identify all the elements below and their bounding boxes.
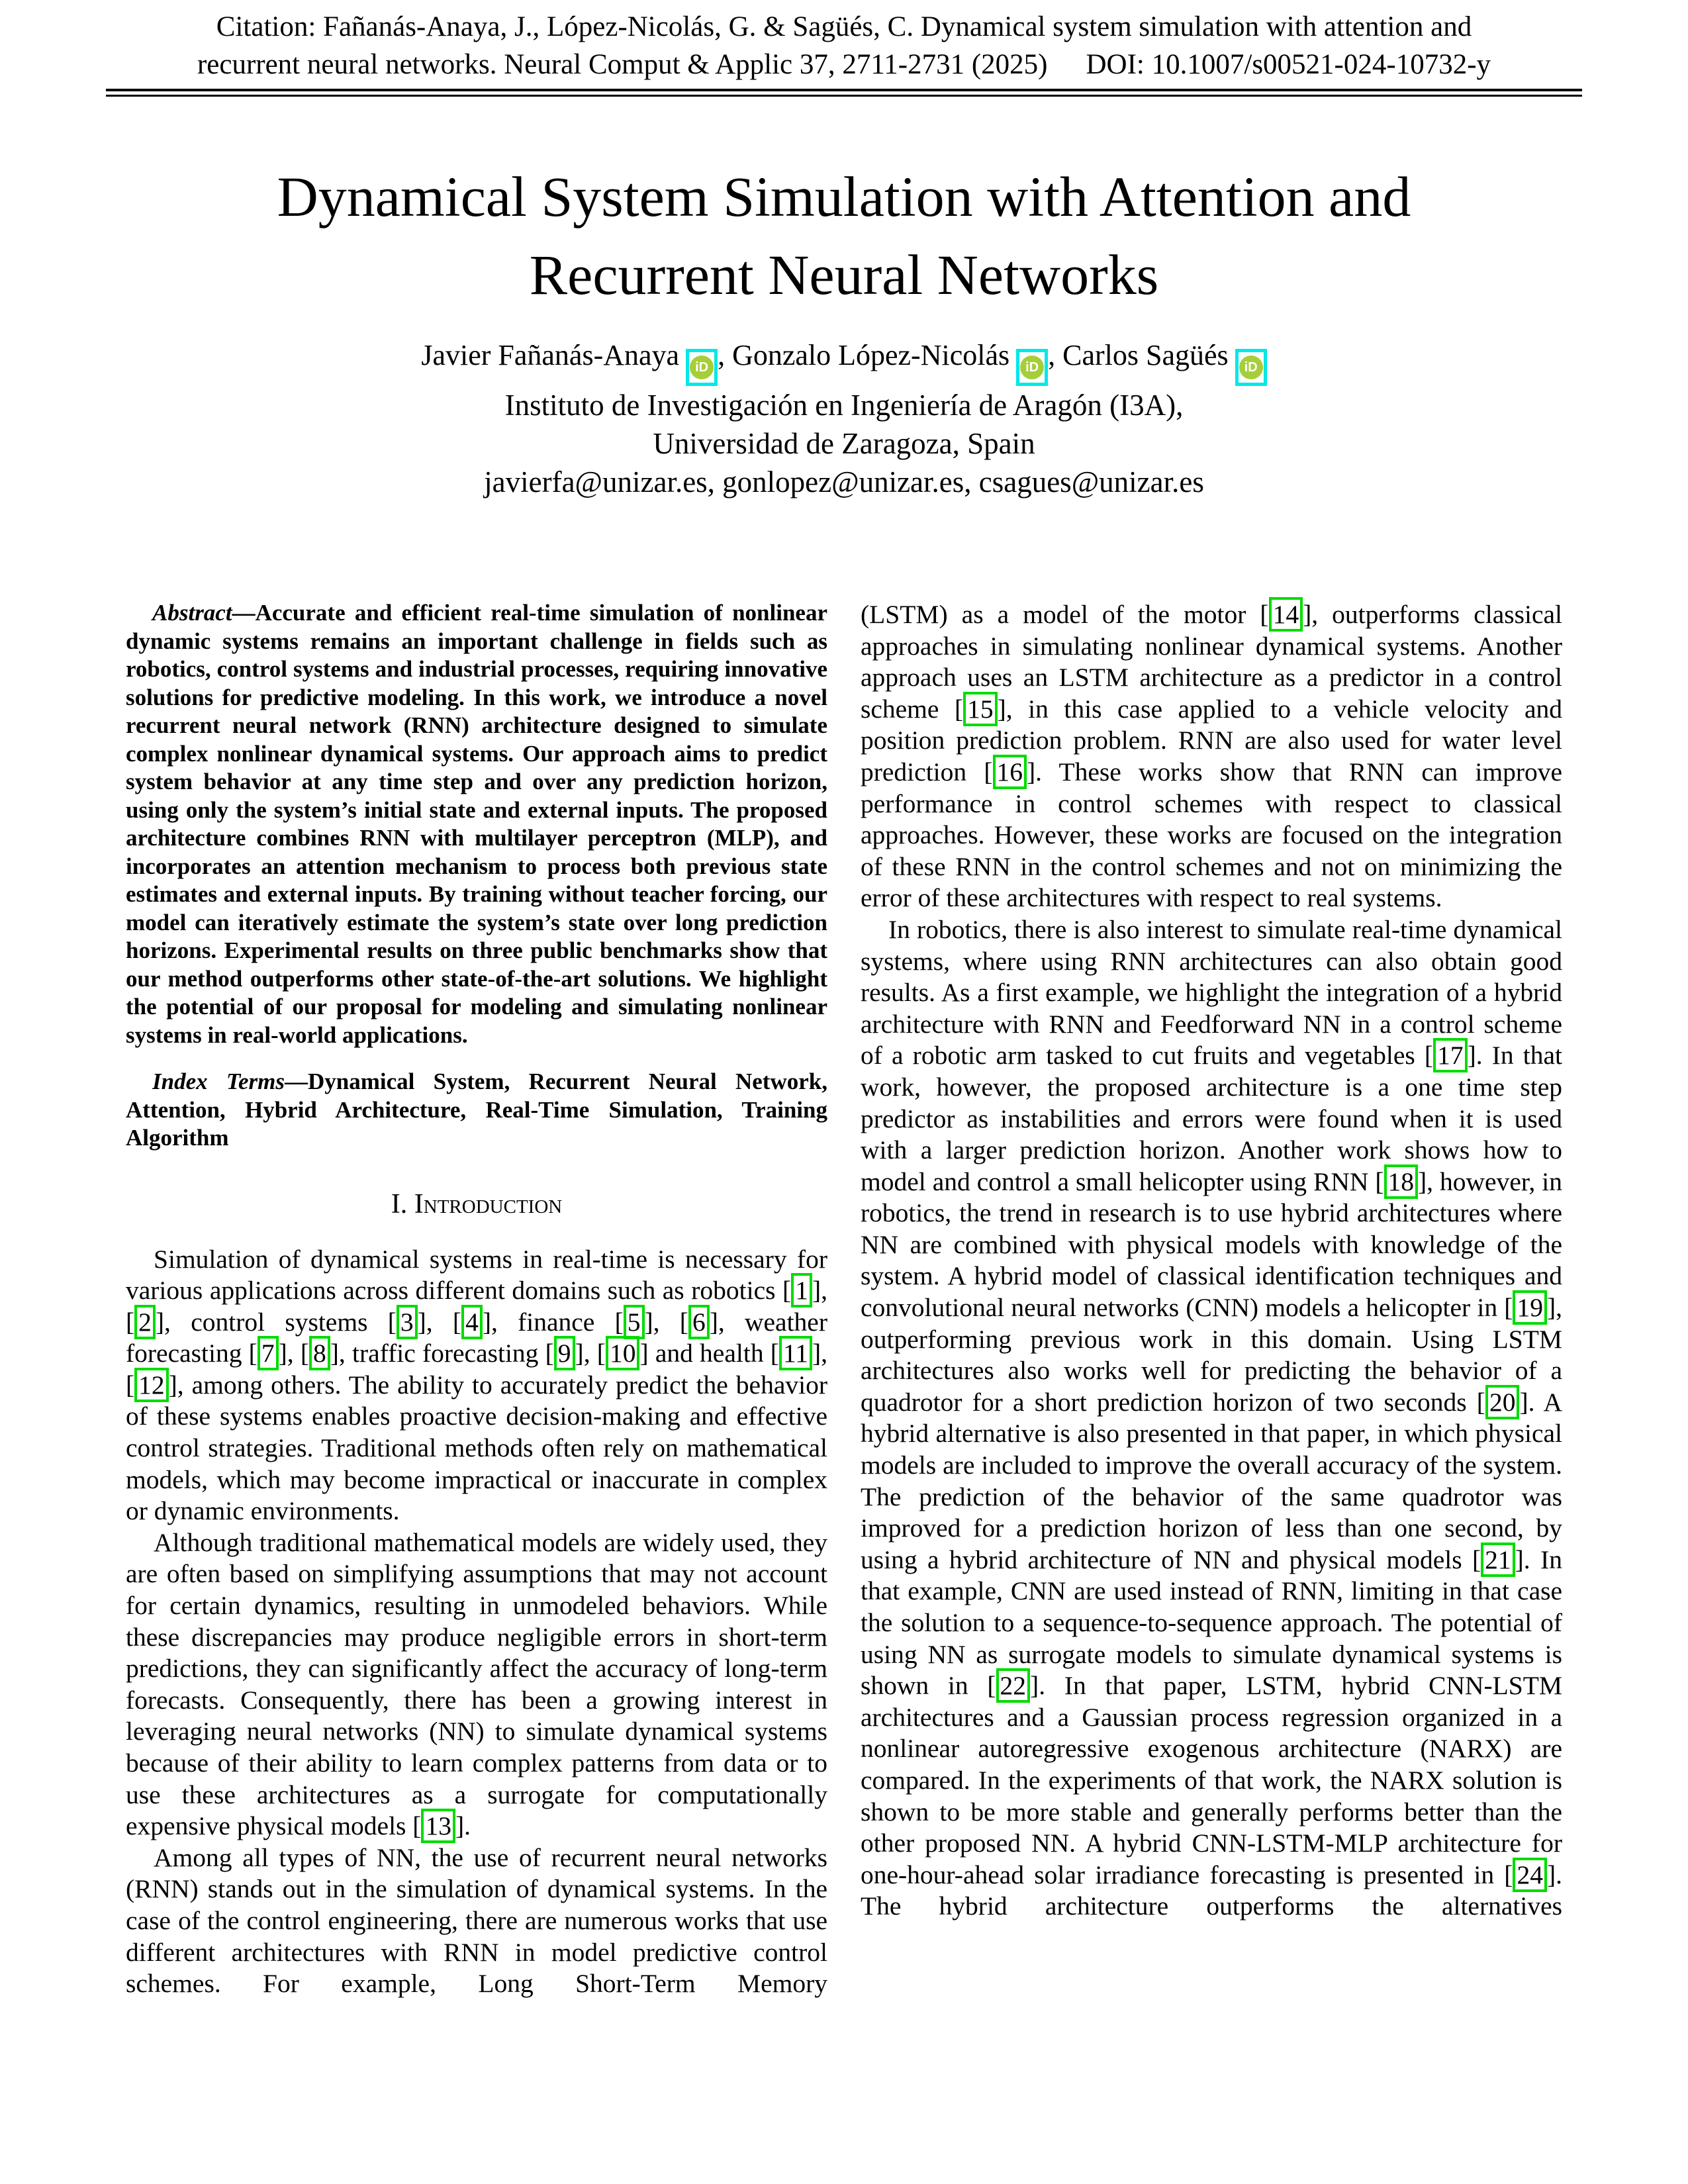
right-column: (LSTM) as a model of the motor [14], out… xyxy=(861,597,1563,2000)
citation-ref[interactable]: 3 xyxy=(396,1304,418,1339)
citation-ref[interactable]: 11 xyxy=(778,1336,812,1371)
citation-ref[interactable]: 12 xyxy=(134,1367,169,1402)
doi-text: DOI: 10.1007/s00521-024-10732-y xyxy=(1086,49,1491,80)
orcid-icon[interactable]: iD xyxy=(1016,349,1049,386)
citation-ref[interactable]: 13 xyxy=(421,1809,455,1844)
abstract-label: Abstract xyxy=(152,600,232,626)
author-emails: javierfa@unizar.es, gonlopez@unizar.es, … xyxy=(484,465,1204,499)
citation-ref[interactable]: 17 xyxy=(1433,1038,1468,1073)
citation-ref[interactable]: 9 xyxy=(553,1336,575,1371)
abstract-paragraph: Abstract—Accurate and efficient real-tim… xyxy=(126,599,827,1049)
orcid-id-glyph: iD xyxy=(690,356,714,379)
citation-ref[interactable]: 18 xyxy=(1383,1164,1419,1199)
affiliation-institute: Instituto de Investigación en Ingeniería… xyxy=(504,389,1184,422)
citation-ref[interactable]: 19 xyxy=(1513,1290,1547,1325)
citation-ref[interactable]: 15 xyxy=(963,691,998,726)
two-column-body: Abstract—Accurate and efficient real-tim… xyxy=(126,597,1563,2000)
citation-ref[interactable]: 10 xyxy=(605,1336,640,1371)
citation-line-2: recurrent neural networks. Neural Comput… xyxy=(0,46,1688,83)
author-separator: , xyxy=(1048,339,1063,371)
citation-ref[interactable]: 8 xyxy=(309,1336,330,1371)
citation-ref[interactable]: 24 xyxy=(1513,1857,1547,1892)
citation-line-1: Citation: Fañanás-Anaya, J., López-Nicol… xyxy=(216,11,1472,42)
paper-title: Dynamical System Simulation with Attenti… xyxy=(277,165,1411,307)
citation-ref[interactable]: 22 xyxy=(996,1668,1031,1703)
citation-ref[interactable]: 21 xyxy=(1481,1542,1515,1577)
citation-ref[interactable]: 6 xyxy=(688,1304,710,1339)
author-name-2: Gonzalo López-Nicolás xyxy=(732,339,1010,371)
intro-paragraph-3-continuation: (LSTM) as a model of the motor [14], out… xyxy=(861,597,1562,914)
citation-reference-text: recurrent neural networks. Neural Comput… xyxy=(197,49,1048,80)
citation-ref[interactable]: 7 xyxy=(257,1336,279,1371)
intro-paragraph-1: Simulation of dynamical systems in real-… xyxy=(126,1244,828,1526)
citation-ref[interactable]: 20 xyxy=(1485,1384,1520,1419)
section-heading-introduction: I. Introduction xyxy=(391,1188,563,1219)
citation-ref[interactable]: 4 xyxy=(461,1304,483,1339)
affiliation-university: Universidad de Zaragoza, Spain xyxy=(653,427,1035,460)
intro-paragraph-3: Among all types of NN, the use of recurr… xyxy=(126,1842,827,1999)
header-divider-rule xyxy=(106,89,1582,97)
orcid-icon[interactable]: iD xyxy=(686,349,718,386)
orcid-id-glyph: iD xyxy=(1020,356,1045,379)
index-terms-paragraph: Index Terms—Dynamical System, Recurrent … xyxy=(126,1068,827,1153)
citation-ref[interactable]: 14 xyxy=(1268,597,1303,632)
orcid-id-glyph: iD xyxy=(1239,356,1263,379)
orcid-icon[interactable]: iD xyxy=(1235,349,1267,386)
citation-ref[interactable]: 16 xyxy=(992,754,1027,789)
header-citation: Citation: Fañanás-Anaya, J., López-Nicol… xyxy=(0,0,1688,83)
index-terms-label: Index Terms xyxy=(152,1068,285,1094)
author-name-1: Javier Fañanás-Anaya xyxy=(421,339,680,371)
intro-paragraph-4: In robotics, there is also interest to s… xyxy=(861,914,1563,1921)
left-column: Abstract—Accurate and efficient real-tim… xyxy=(126,599,827,2000)
citation-ref[interactable]: 1 xyxy=(791,1273,812,1308)
abstract-text: —Accurate and efficient real-time simula… xyxy=(126,600,827,1048)
author-separator: , xyxy=(718,339,733,371)
citation-ref[interactable]: 5 xyxy=(623,1304,645,1339)
author-name-3: Carlos Sagüés xyxy=(1062,339,1229,371)
citation-ref[interactable]: 2 xyxy=(134,1304,156,1339)
authors-line: Javier Fañanás-Anaya iD, Gonzalo López-Ni… xyxy=(0,336,1688,386)
intro-paragraph-2: Although traditional mathematical models… xyxy=(126,1527,827,1844)
index-terms-text: —Dynamical System, Recurrent Neural Netw… xyxy=(126,1068,827,1151)
